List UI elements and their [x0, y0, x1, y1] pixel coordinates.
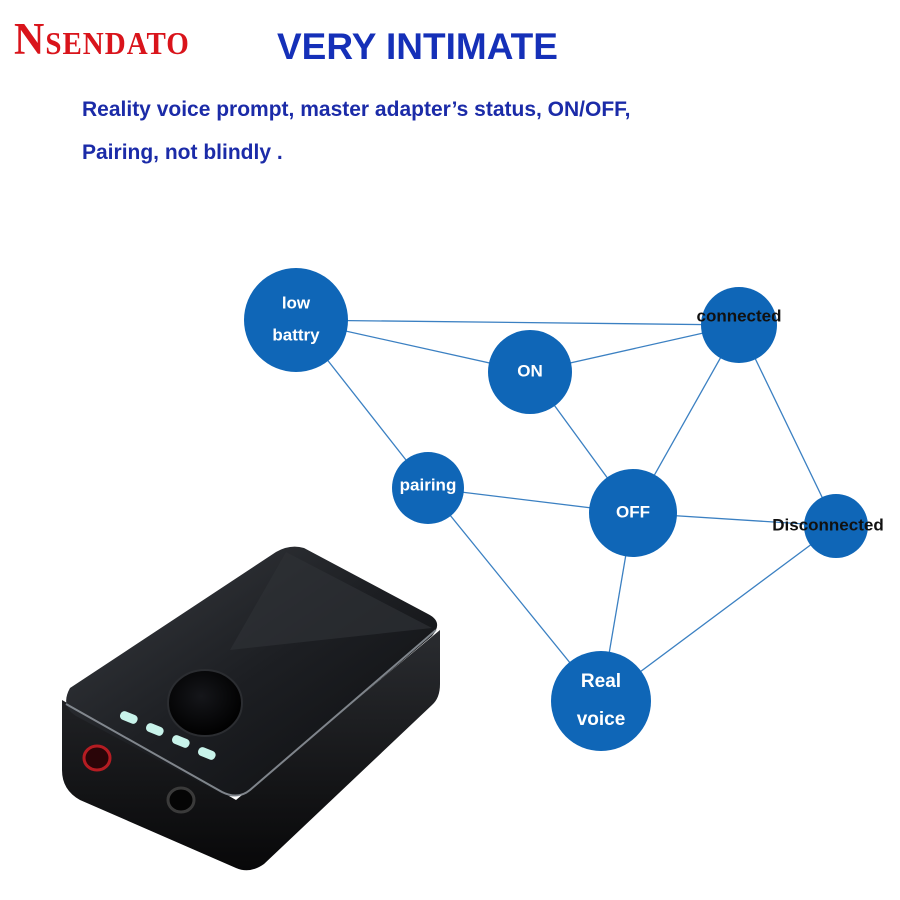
node-real-voice: Real voice	[551, 651, 651, 751]
node-circle-disconnected	[804, 494, 868, 558]
led-1	[119, 711, 138, 724]
node-label-on: ON	[517, 361, 543, 380]
node-pairing: pairing	[392, 452, 464, 524]
node-label-pairing: pairing	[400, 475, 457, 494]
audio-jack-black	[166, 786, 196, 814]
node-label-connected: connected	[696, 306, 781, 325]
node-label-real-voice: Real	[581, 671, 621, 692]
node-circle-connected	[701, 287, 777, 363]
node-label-low-battery: low	[282, 293, 311, 312]
device-facet	[230, 552, 432, 650]
node-label-disconnected: Disconnected	[772, 515, 883, 534]
node-label-off: OFF	[616, 502, 650, 521]
node-connected: connected	[696, 287, 782, 363]
node-off: OFF	[589, 469, 677, 557]
subtitle-line-2: Pairing, not blindly .	[82, 141, 283, 164]
led-4	[197, 747, 216, 760]
subtitle-line-1: Reality voice prompt, master adapter’s s…	[82, 98, 631, 121]
node-circle-real-voice	[551, 651, 651, 751]
node-circle-on	[488, 330, 572, 414]
node-disconnected: Disconnected	[772, 494, 884, 558]
led-2	[145, 723, 164, 736]
node-circle-low-battery	[244, 268, 348, 372]
device-body	[62, 630, 440, 871]
node-circle-pairing	[392, 452, 464, 524]
audio-jack-red	[82, 744, 112, 772]
device-edge-highlight	[65, 629, 437, 797]
headline: VERY INTIMATE	[277, 26, 558, 67]
brand-logo: Nsendato	[14, 15, 190, 65]
node-label-real-voice: voice	[577, 709, 626, 730]
bluetooth-adapter-device	[62, 546, 440, 871]
node-label-low-battery: battry	[272, 325, 320, 344]
node-low-battery: low battry	[244, 268, 348, 372]
node-circle-off	[589, 469, 677, 557]
led-3	[171, 735, 190, 748]
node-on: ON	[488, 330, 572, 414]
power-button	[167, 669, 243, 737]
edge-low-battery-connected	[295, 319, 740, 326]
